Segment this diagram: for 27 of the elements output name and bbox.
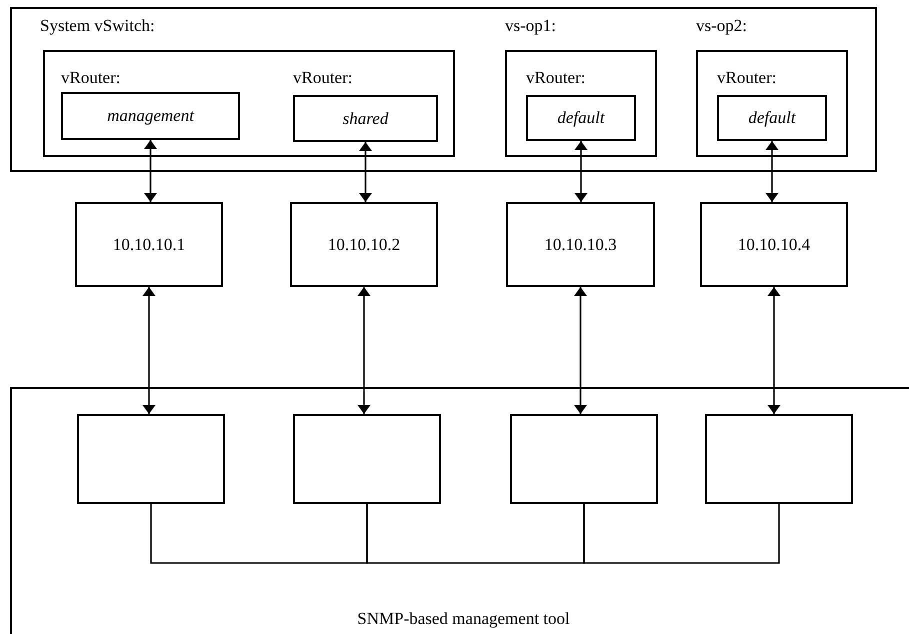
box-heading: vRouter: xyxy=(61,68,120,88)
ip-address: 10.10.10.3 xyxy=(544,234,617,254)
ip-address: 10.10.10.1 xyxy=(112,234,186,254)
connector-line xyxy=(150,504,368,564)
double-arrow xyxy=(576,287,585,414)
ip-address: 10.10.10.4 xyxy=(738,234,810,254)
box-heading: vs-op1: xyxy=(505,16,556,36)
double-arrow xyxy=(360,287,368,414)
box-heading: System vSwitch: xyxy=(40,16,155,36)
double-arrow xyxy=(144,287,154,414)
connector-line xyxy=(366,504,585,564)
box-heading: vRouter: xyxy=(526,68,586,88)
router-name: default xyxy=(557,108,605,128)
connector-line xyxy=(583,504,780,564)
box-heading: vRouter: xyxy=(293,68,352,88)
box-heading: vRouter: xyxy=(717,68,776,88)
router-name: shared xyxy=(342,108,388,128)
double-arrow xyxy=(770,287,778,414)
double-arrow xyxy=(146,140,155,202)
tool-label: SNMP-based management tool xyxy=(357,609,570,629)
double-arrow xyxy=(361,142,370,202)
router-name: management xyxy=(107,106,194,126)
double-arrow xyxy=(768,141,776,202)
ip-address: 10.10.10.2 xyxy=(328,234,400,254)
router-name: default xyxy=(748,108,796,128)
double-arrow xyxy=(576,141,586,202)
box-heading: vs-op2: xyxy=(696,16,747,36)
